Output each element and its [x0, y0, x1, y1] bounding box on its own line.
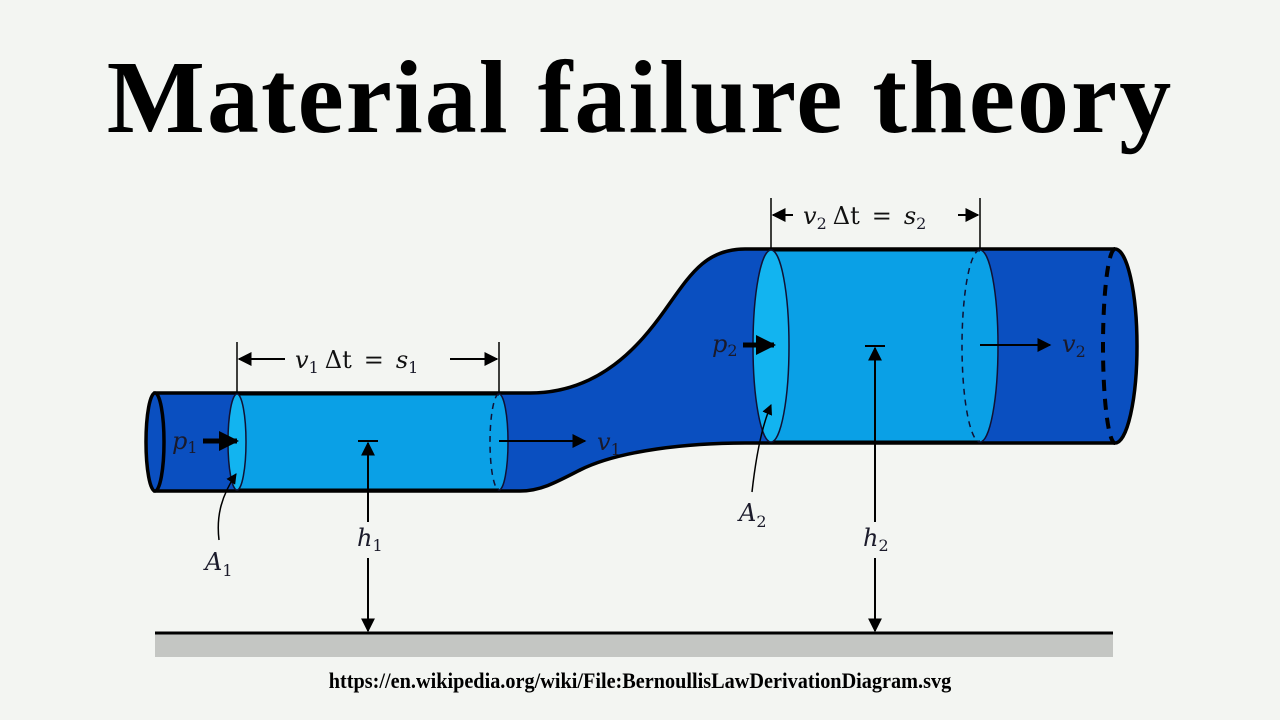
svg-text:v1: v1 — [597, 428, 621, 459]
svg-text:p1: p1 — [172, 427, 198, 457]
height-h1: h1 — [357, 440, 383, 633]
area-a2-label: A2 — [737, 404, 773, 531]
page-title: Material failure theory — [106, 40, 1174, 155]
velocity-v2: v2 — [980, 330, 1086, 361]
svg-text:v2: v2 — [1062, 330, 1086, 361]
velocity-v1: v1 — [499, 428, 621, 459]
area-a1-label: A1 — [203, 473, 237, 580]
svg-text:A2: A2 — [737, 499, 767, 531]
height-h2: h2 — [863, 345, 889, 633]
svg-text:h1: h1 — [357, 524, 383, 555]
source-url: https://en.wikipedia.org/wiki/File:Berno… — [328, 668, 952, 693]
pressure-p2: p2 — [712, 330, 776, 360]
ground — [155, 631, 1113, 657]
pipe-inlet — [144, 391, 166, 493]
fluid-slug-2 — [752, 248, 999, 444]
svg-text:A1: A1 — [203, 548, 233, 580]
svg-text:p2: p2 — [712, 330, 738, 360]
svg-text:h2: h2 — [863, 524, 889, 555]
pressure-p1: p1 — [172, 427, 239, 457]
